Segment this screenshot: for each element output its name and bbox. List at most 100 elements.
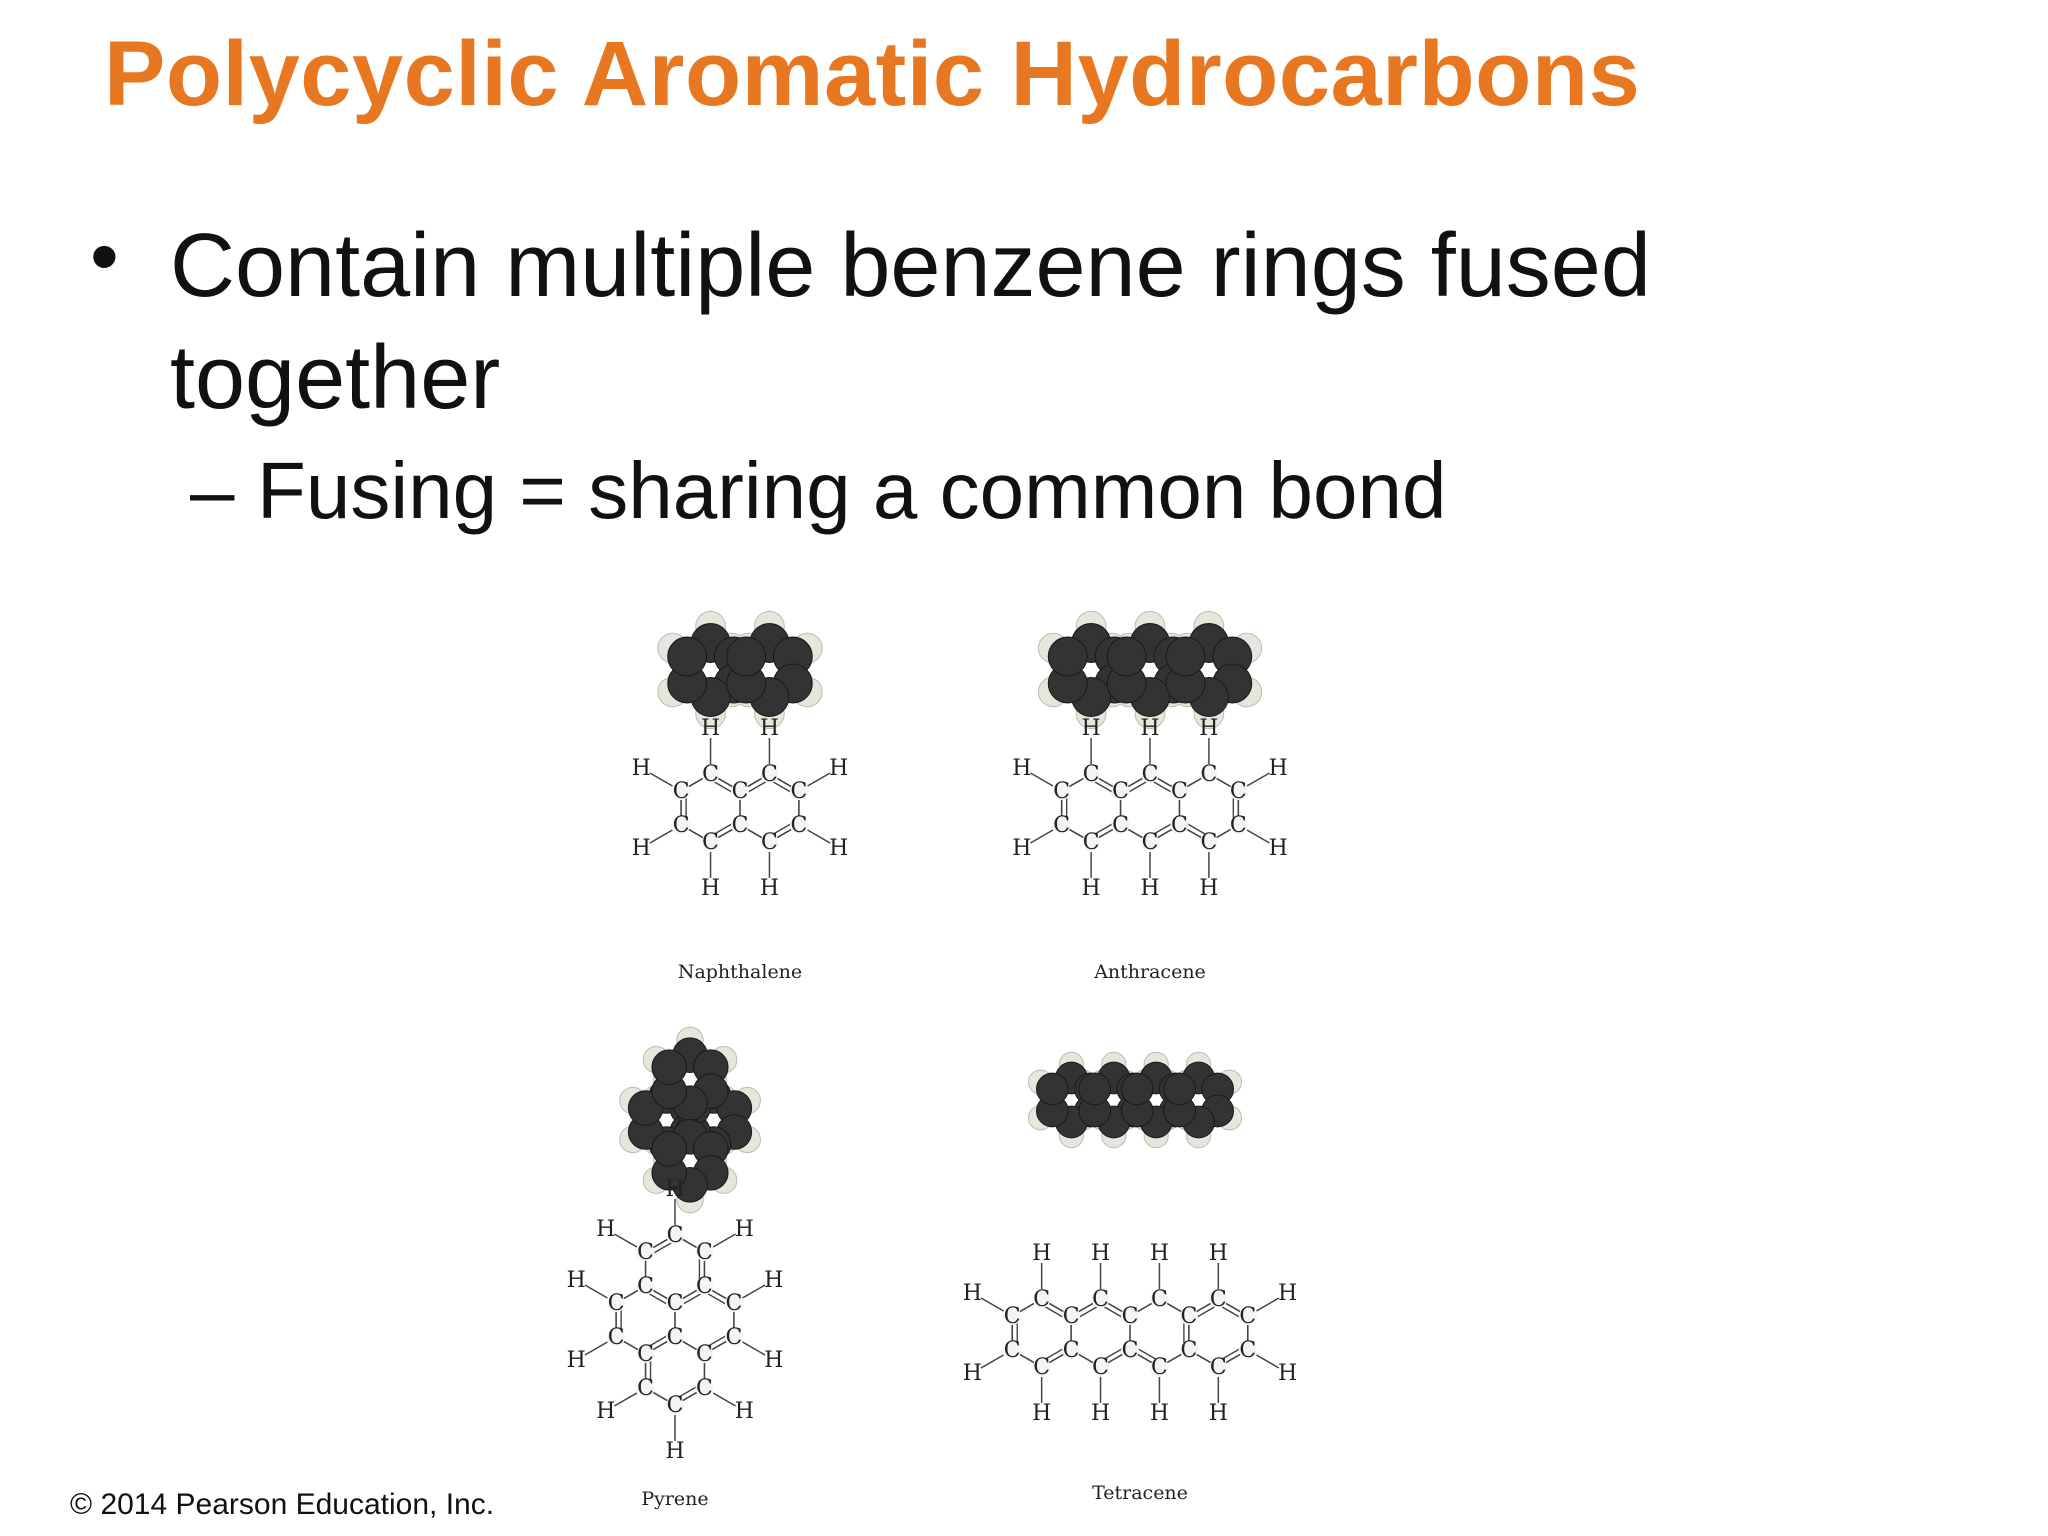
anthracene-atom-bg <box>1082 833 1101 851</box>
anthracene-atom-bg <box>1170 782 1189 800</box>
anthracene-atom-bg <box>1141 765 1159 783</box>
pyrene-ch-bond <box>614 1392 638 1407</box>
tetracene-double-bond <box>1103 1305 1123 1318</box>
pyrene-bond <box>679 1288 700 1301</box>
tetracene-carbon-label: C <box>1063 1304 1080 1329</box>
tetracene-atom-bg <box>1003 1307 1022 1325</box>
tetracene-bond <box>1076 1301 1096 1314</box>
sub-bullet-text: Fusing = sharing a common bond <box>256 446 1447 535</box>
tetracene-carbon-label: C <box>1180 1304 1197 1329</box>
anthracene-bond <box>1125 776 1146 789</box>
pyrene-carbon-label: C <box>667 1393 684 1418</box>
tetracene-atom-bg <box>1091 1358 1110 1376</box>
tetracene-carbon-label: C <box>1092 1355 1109 1380</box>
naphthalene-double-bond <box>713 780 733 793</box>
tetracene-model-carbon-sphere <box>1078 1072 1112 1106</box>
tetracene-hydrogen-label: H <box>963 1361 982 1386</box>
pyrene-ch-bond <box>584 1284 608 1299</box>
naphthalene-carbon-label: C <box>702 830 719 855</box>
tetracene-carbon-label: C <box>1092 1287 1109 1312</box>
anthracene-model-carbon-sphere <box>1047 636 1088 677</box>
pyrene-hydrogen-label: H <box>665 1177 684 1202</box>
anthracene-atom-bg <box>1082 765 1101 783</box>
anthracene-atom-bg <box>1111 816 1130 834</box>
naphthalene-carbon-label: C <box>790 779 807 804</box>
tetracene-carbon-label: C <box>1210 1355 1227 1380</box>
anthracene-model-carbon-sphere <box>1165 636 1206 677</box>
pyrene-carbon-label: C <box>725 1325 742 1350</box>
anthracene-atom-bg <box>1199 833 1218 851</box>
pyrene-hydrogen-label: H <box>567 1348 586 1373</box>
tetracene-double-bond <box>1196 1305 1216 1318</box>
pyrene-carbon-label: C <box>696 1240 713 1265</box>
pyrene-hydrogen-label: H <box>665 1439 684 1464</box>
tetracene-hydrogen-label: H <box>963 1281 982 1306</box>
naphthalene-ch-bond <box>807 829 831 844</box>
anthracene-hydrogen-label: H <box>1269 836 1288 861</box>
naphthalene-carbon-label: C <box>702 762 719 787</box>
tetracene-name: Tetracene <box>1092 1482 1188 1504</box>
naphthalene-atom-bg <box>789 782 808 800</box>
tetracene-atom-bg <box>1062 1307 1081 1325</box>
tetracene-bond <box>1017 1301 1037 1314</box>
tetracene-hydrogen-label: H <box>1091 1241 1110 1266</box>
naphthalene-bond <box>774 776 794 789</box>
anthracene-hydrogen-label: H <box>1140 876 1159 901</box>
anthracene-hydrogen-label: H <box>1012 756 1031 781</box>
pyrene-atom-bg <box>636 1277 655 1295</box>
sub-bullet-dash: – <box>190 446 235 535</box>
anthracene-bond <box>1213 827 1234 840</box>
naphthalene-double-bond <box>771 780 792 793</box>
tetracene-hydrogen-label: H <box>1278 1361 1297 1386</box>
anthracene-carbon-label: C <box>1171 813 1188 838</box>
tetracene-bond <box>1046 1301 1067 1314</box>
pyrene-carbon-label: C <box>667 1291 684 1316</box>
tetracene-carbon-label: C <box>1033 1287 1050 1312</box>
tetracene-hydrogen-label: H <box>1032 1241 1051 1266</box>
pyrene-atom-bg <box>636 1379 655 1397</box>
anthracene-carbon-label: C <box>1142 830 1159 855</box>
naphthalene-hydrogen-label: H <box>632 836 651 861</box>
tetracene-carbon-label: C <box>1151 1287 1168 1312</box>
tetracene-double-bond <box>1103 1348 1123 1361</box>
tetracene-bond <box>1105 1301 1126 1314</box>
tetracene-double-bond <box>1220 1305 1241 1318</box>
naphthalene-bond <box>686 776 706 789</box>
pyrene-ch-bond <box>584 1341 608 1356</box>
pyrene-bond <box>650 1237 671 1250</box>
tetracene-bond <box>1164 1352 1184 1365</box>
naphthalene-bond <box>774 827 794 840</box>
tetracene-carbon-label: C <box>1122 1338 1139 1363</box>
anthracene-carbon-label: C <box>1083 762 1100 787</box>
pyrene-carbon-label: C <box>608 1291 625 1316</box>
tetracene-carbon-label: C <box>1004 1338 1021 1363</box>
pyrene-bond <box>650 1390 671 1403</box>
tetracene-atom-bg <box>1121 1307 1139 1325</box>
naphthalene-ch-bond <box>649 772 673 787</box>
anthracene-bond <box>1125 827 1146 840</box>
tetracene-double-bond <box>1220 1348 1241 1361</box>
tetracene-carbon-label: C <box>1063 1338 1080 1363</box>
anthracene-double-bond <box>1186 823 1207 836</box>
pyrene-atom-bg <box>695 1379 714 1397</box>
anthracene-bond <box>1096 776 1116 789</box>
anthracene-bond <box>1066 827 1087 840</box>
tetracene-bond <box>1134 1352 1155 1365</box>
pyrene-carbon-label: C <box>667 1223 684 1248</box>
naphthalene-ch-bond <box>807 772 831 787</box>
pyrene-atom-bg <box>695 1277 714 1295</box>
naphthalene-double-bond <box>747 780 767 793</box>
naphthalene-bond <box>715 827 736 840</box>
tetracene-hydrogen-label: H <box>1150 1401 1169 1426</box>
anthracene-ch-bond <box>1030 772 1054 787</box>
anthracene-atom-bg <box>1111 782 1130 800</box>
tetracene-ch-bond <box>1256 1297 1280 1312</box>
tetracene-bond <box>1046 1352 1067 1365</box>
anthracene-bond <box>1154 827 1175 840</box>
tetracene-hydrogen-label: H <box>1278 1281 1297 1306</box>
pyrene-carbon-label: C <box>696 1274 713 1299</box>
pyrene-double-bond <box>653 1241 673 1254</box>
pyrene-hydrogen-label: H <box>596 1217 615 1242</box>
tetracene-double-bond <box>1137 1348 1157 1361</box>
